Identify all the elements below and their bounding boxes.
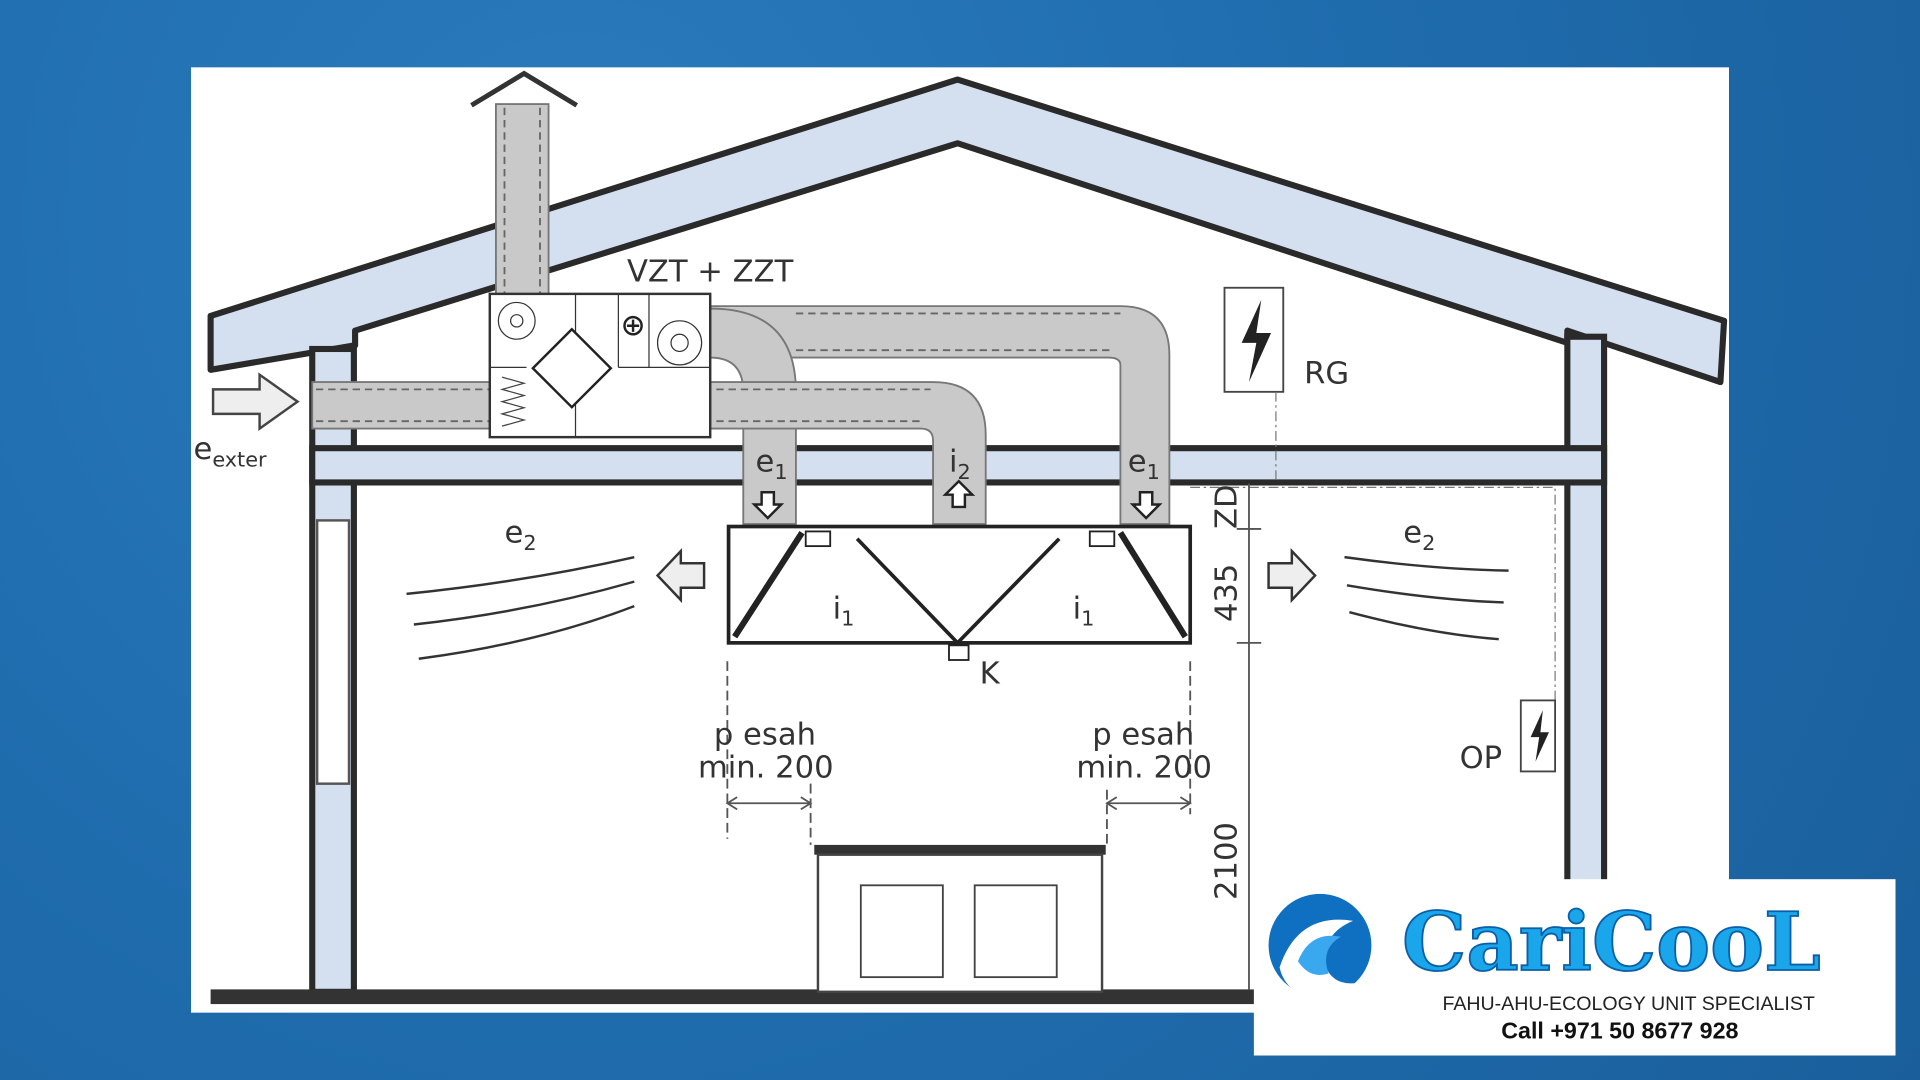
extract-duct-i2: [709, 381, 987, 525]
window: [315, 519, 351, 785]
arrow-icon: [751, 491, 785, 520]
label-k: K: [980, 656, 1001, 691]
label-e1-left: e1: [756, 444, 788, 483]
fan-icon: [497, 301, 536, 340]
overlap-left-line1: p esah: [714, 717, 816, 752]
caricool-logo: CariCooL FAHU-AHU-ECOLOGY UNIT SPECIALIS…: [1253, 879, 1896, 1056]
exhaust-cap-icon: [470, 70, 579, 108]
arrow-icon: [942, 479, 976, 509]
dim-zd: ZD: [1210, 484, 1245, 529]
label-i1-left: i1: [833, 591, 855, 630]
airflow-left: [406, 555, 635, 660]
label-op: OP: [1460, 741, 1503, 776]
arrow-icon: [1267, 547, 1317, 604]
label-e2-left: e2: [504, 515, 536, 554]
cabinet: [814, 844, 1106, 994]
brand-name: CariCooL: [1402, 895, 1821, 990]
floor: [210, 989, 1264, 1005]
heat-exchanger-icon: [531, 327, 613, 409]
fan-icon: [656, 320, 703, 366]
overlap-right-line2: min. 200: [1076, 751, 1212, 786]
dim-2100: 2100: [1210, 822, 1245, 900]
overlap-right-line1: p esah: [1092, 717, 1194, 752]
label-i2: i2: [949, 444, 971, 483]
brand-tagline: FAHU-AHU-ECOLOGY UNIT SPECIALIST: [1442, 993, 1814, 1015]
label-e-exter: eexter: [193, 432, 267, 471]
dimension-lines: [725, 483, 1262, 990]
lightning-icon: [1530, 710, 1549, 762]
arrow-icon: [211, 372, 300, 431]
ceiling-cassette: [726, 524, 1193, 661]
airflow-right: [1344, 555, 1509, 641]
ventilation-unit: [488, 292, 712, 439]
arrow-icon: [655, 547, 706, 604]
unit-label: VZT + ZZT: [627, 255, 794, 290]
lightning-icon: [1241, 300, 1272, 383]
overlap-left-line2: min. 200: [698, 751, 834, 786]
brand-phone: Call +971 50 8677 928: [1501, 1017, 1738, 1043]
arrow-icon: [1129, 491, 1163, 520]
label-i1-right: i1: [1073, 591, 1095, 630]
label-e1-right: e1: [1128, 444, 1160, 483]
filter-icon: [499, 376, 527, 427]
label-e2-right: e2: [1403, 515, 1435, 554]
label-rg: RG: [1304, 356, 1349, 391]
dim-435: 435: [1210, 564, 1245, 622]
heater-icon: [623, 315, 643, 336]
wave-logo-icon: [1268, 893, 1372, 1004]
